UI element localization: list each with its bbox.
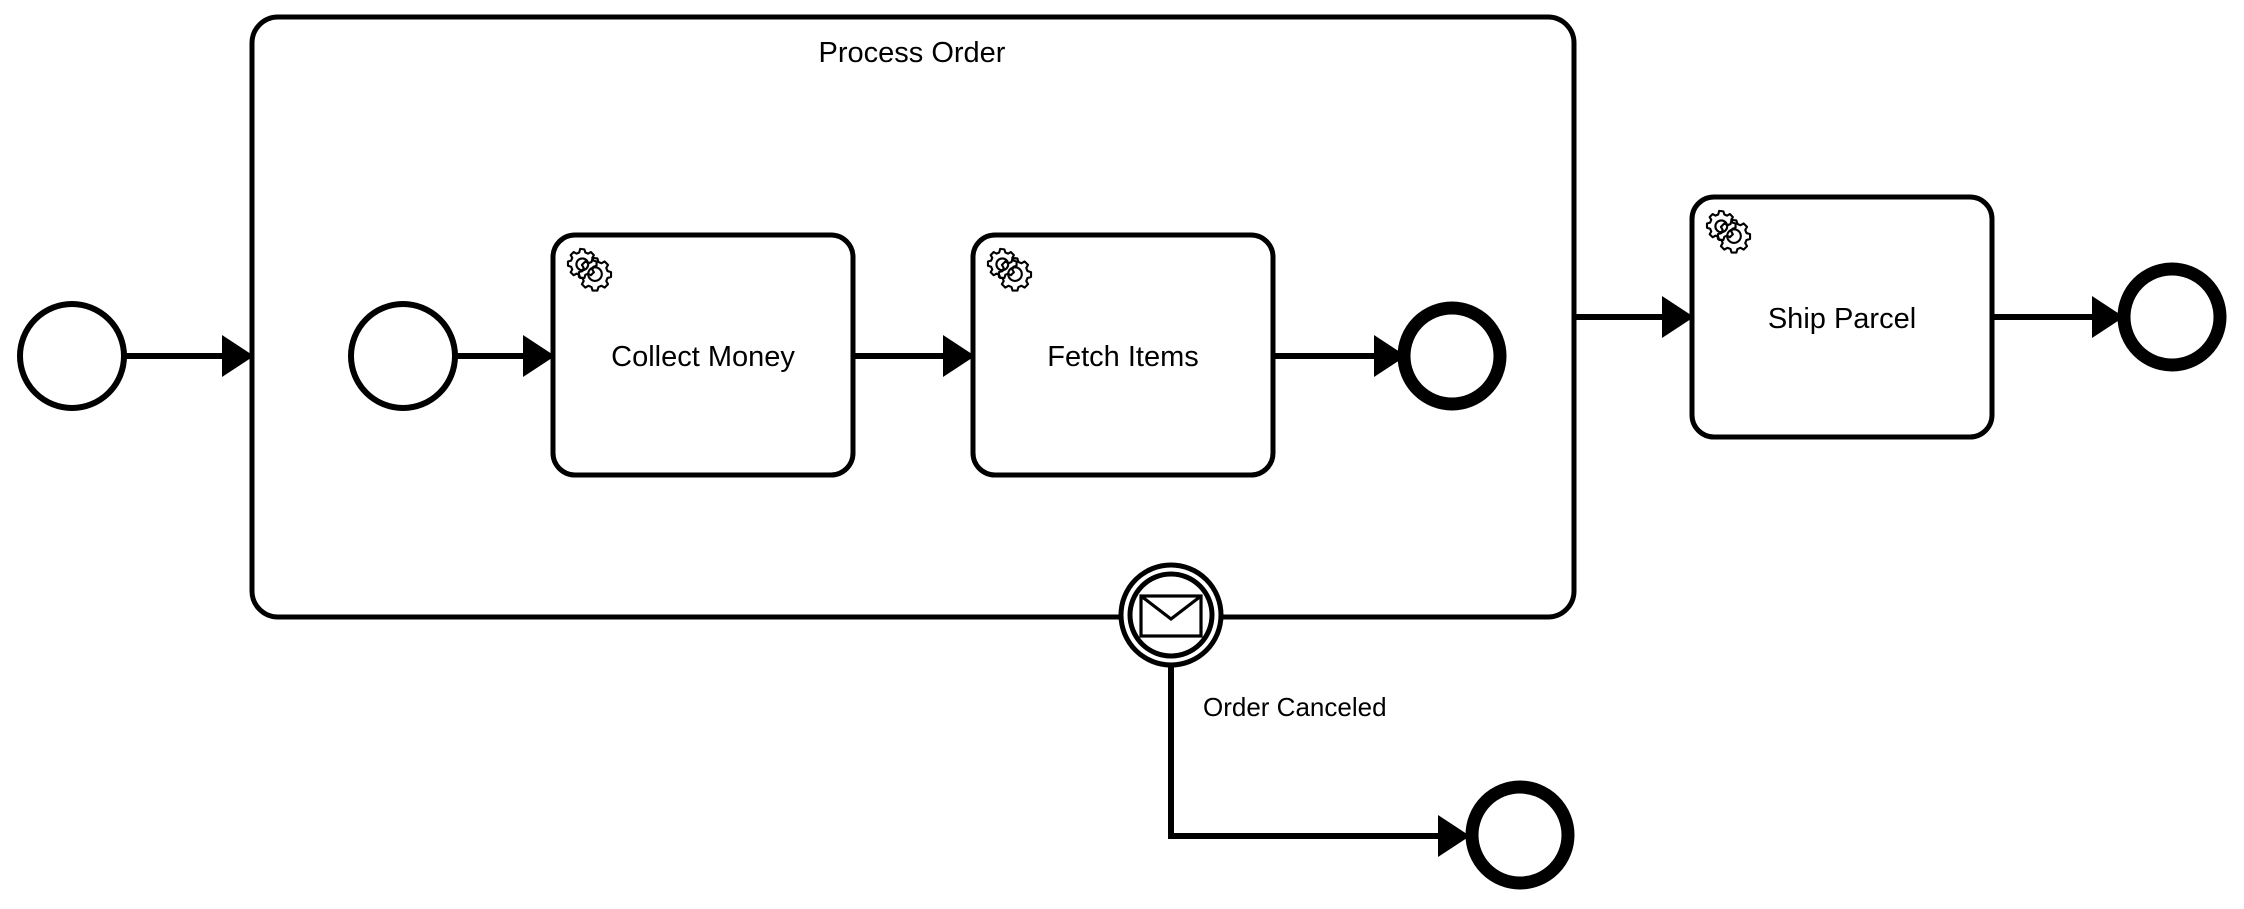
envelope-icon (1139, 594, 1203, 638)
task-label: Ship Parcel (1768, 303, 1916, 335)
flow-label-order-canceled: Order Canceled (1203, 692, 1387, 722)
task-ship-parcel[interactable]: Ship Parcel (1689, 194, 1995, 440)
flow-subprocess-to-ship-parcel[interactable] (1574, 296, 1694, 338)
arrow-head (1662, 296, 1694, 338)
end-event[interactable] (2117, 262, 2227, 372)
arrow-head (222, 335, 254, 377)
subprocess-border[interactable] (249, 14, 1577, 620)
task-label: Fetch Items (1047, 341, 1199, 373)
flow-boundary-to-canceled-end[interactable] (1168, 665, 1470, 857)
flow-ship-parcel-to-end[interactable] (1993, 296, 2124, 338)
subprocess-container[interactable]: Process Order (249, 14, 1577, 620)
task-body[interactable] (1689, 194, 1995, 440)
arrow-head (523, 335, 555, 377)
flow-fetch-items-to-end[interactable] (1273, 335, 1406, 377)
arrow-head (1374, 335, 1406, 377)
start-event[interactable] (17, 301, 127, 411)
flow-collect-money-to-fetch-items[interactable] (853, 335, 975, 377)
arrow-head (2092, 296, 2124, 338)
subprocess-title: Process Order (819, 37, 1006, 69)
arrow-head (1438, 815, 1470, 857)
task-body[interactable] (970, 232, 1276, 478)
task-label: Collect Money (611, 341, 795, 373)
subprocess-start-event[interactable] (348, 301, 458, 411)
task-collect-money[interactable]: Collect Money (550, 232, 856, 478)
canceled-end-event[interactable] (1465, 780, 1575, 890)
task-fetch-items[interactable]: Fetch Items (970, 232, 1276, 478)
flow-start-to-subprocess[interactable] (126, 335, 254, 377)
flow-line (1168, 665, 1442, 839)
message-boundary-event[interactable] (1118, 562, 1224, 668)
envelope-flap (1140, 594, 1202, 622)
arrow-head (943, 335, 975, 377)
flow-innerstart-to-collect-money[interactable] (457, 335, 555, 377)
task-body[interactable] (550, 232, 856, 478)
subprocess-end-event[interactable] (1397, 301, 1507, 411)
